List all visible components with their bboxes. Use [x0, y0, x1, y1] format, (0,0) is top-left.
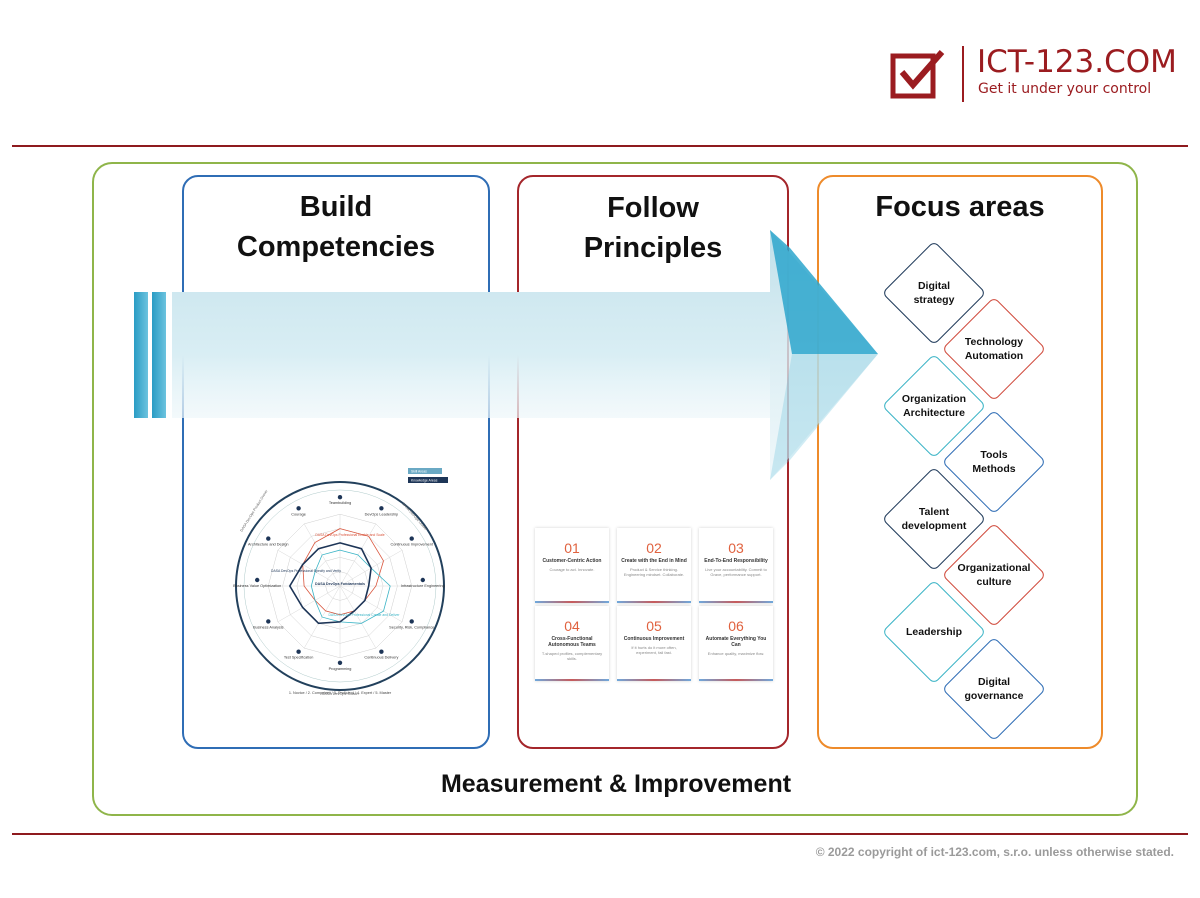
copyright-text: © 2022 copyright of ict-123.com, s.r.o. … — [815, 845, 1174, 859]
radar-axis-label: Test Specification — [284, 656, 314, 660]
radar-scale-legend: 1. Novice / 2. Competent / 3. Proficient… — [289, 691, 392, 695]
radar-axis-marker — [296, 649, 301, 654]
radar-axis-marker — [266, 536, 271, 541]
radar-center-label: DASA DevOps Fundamentals — [315, 582, 365, 586]
competencies-panel — [182, 175, 490, 749]
radar-axis-label: Business Value Optimization — [233, 584, 281, 588]
principle-description: T-shaped profiles, complementary skills. — [541, 651, 603, 661]
measurement-frame — [92, 162, 1138, 816]
radar-legend-skill-swatch — [408, 468, 442, 474]
radar-axis-marker — [255, 577, 260, 583]
radar-axis-marker — [379, 649, 384, 654]
principle-card-bar — [617, 601, 691, 603]
radar-axis-marker — [337, 495, 343, 500]
radar-axis-label: Architecture and Design — [248, 543, 289, 547]
radar-inner-ring — [243, 489, 437, 683]
radar-axis-label: Security, Risk, Compliance — [389, 625, 434, 629]
principles-panel — [517, 175, 789, 749]
radar-axis-marker — [266, 619, 271, 624]
principle-description: If it hurts do it more often, experiment… — [631, 645, 677, 655]
radar-axis-marker — [379, 506, 384, 511]
radar-ring-label: DASA DevOps Coach — [322, 692, 359, 696]
radar-axis-label: DevOps Leadership — [365, 512, 399, 516]
principle-number: 04 — [564, 618, 580, 634]
radar-axis-label: Business Analysis — [253, 625, 283, 629]
principle-card-bar — [699, 601, 773, 603]
principle-description: Live your accountability. Commit to Grav… — [705, 567, 767, 577]
radar-axis — [277, 585, 341, 623]
brand-name: ICT-123.COM — [977, 44, 1177, 80]
principle-description: Enhance quality, maximize flow. — [707, 651, 765, 656]
radar-axis — [277, 549, 341, 587]
brand-tagline: Get it under your control — [978, 81, 1152, 97]
principle-card-bar — [535, 679, 609, 681]
radar-outer-ring — [235, 481, 445, 691]
principle-card: 01 Customer-Centric Action Courage to ac… — [535, 528, 609, 603]
radar-axis-marker — [409, 536, 414, 541]
radar-inner-label: DASA DevOps Professional Enable and Scal… — [315, 533, 384, 537]
principle-title: End-To-End Responsibility — [704, 558, 768, 564]
radar-axis-label: Continuous Delivery — [364, 656, 398, 660]
radar-series-fundamentals — [288, 542, 372, 625]
radar-axis-marker — [420, 577, 425, 583]
radar-axis-label: Programming — [329, 667, 352, 671]
radar-inner-label: DASA DevOps Professional Specify and Ver… — [271, 569, 341, 573]
flow-arrow — [134, 230, 878, 480]
radar-axis-label: Courage — [291, 512, 306, 516]
principle-title: Cross-Functional Autonomous Teams — [548, 636, 596, 648]
principle-title: Customer-Centric Action — [542, 558, 602, 564]
radar-ring-label: DASA DevOps Leader — [401, 502, 428, 532]
principle-card: 03 End-To-End Responsibility Live your a… — [699, 528, 773, 603]
focus-area-label: Leadership — [905, 626, 963, 638]
radar-axis-label: Continuous Improvement — [390, 543, 433, 547]
principle-number: 03 — [728, 540, 744, 556]
principle-description: Courage to act. Innovate. — [549, 567, 595, 572]
radar-axis-marker — [337, 660, 343, 665]
radar-axis-marker — [409, 619, 414, 624]
principle-description: Product & Service thinking. Engineering … — [623, 567, 685, 577]
principle-card: 04 Cross-Functional Autonomous Teams T-s… — [535, 606, 609, 681]
footer-divider — [12, 833, 1188, 835]
focus-areas-title: Focus areas — [875, 191, 1045, 223]
checkbox-logo-icon — [890, 50, 945, 99]
principle-number: 02 — [646, 540, 662, 556]
radar-legend-knowledge-swatch — [408, 477, 448, 483]
radar-axis-label: Teambuilding — [329, 501, 351, 505]
principle-title: Automate Everything You Can — [705, 636, 767, 648]
principle-number: 05 — [646, 618, 662, 634]
principle-title: Create with the End in Mind — [621, 558, 687, 564]
principle-card-bar — [617, 679, 691, 681]
radar-axis-marker — [296, 506, 301, 511]
radar-axis-label: Infrastructure Engineering — [401, 584, 445, 588]
principle-number: 01 — [564, 540, 580, 556]
measurement-label: Measurement & Improvement — [440, 770, 792, 798]
principle-card: 05 Continuous Improvement If it hurts do… — [617, 606, 691, 681]
radar-axis — [339, 585, 403, 623]
principle-number: 06 — [728, 618, 744, 634]
principle-title: Continuous Improvement — [623, 636, 685, 642]
header-divider — [12, 145, 1188, 147]
principle-card: 02 Create with the End in Mind Product &… — [617, 528, 691, 603]
focus-areas-panel — [817, 175, 1103, 749]
principle-card: 06 Automate Everything You Can Enhance q… — [699, 606, 773, 681]
principle-card-bar — [535, 601, 609, 603]
principle-card-bar — [699, 679, 773, 681]
radar-legend-knowledge-label: Knowledge Areas — [411, 479, 438, 483]
radar-legend-skill-label: Skill Areas — [411, 470, 427, 474]
logo-separator — [962, 46, 964, 102]
radar-inner-label: DASA DevOps Professional Create and Deli… — [328, 613, 400, 617]
radar-axis — [339, 585, 377, 649]
